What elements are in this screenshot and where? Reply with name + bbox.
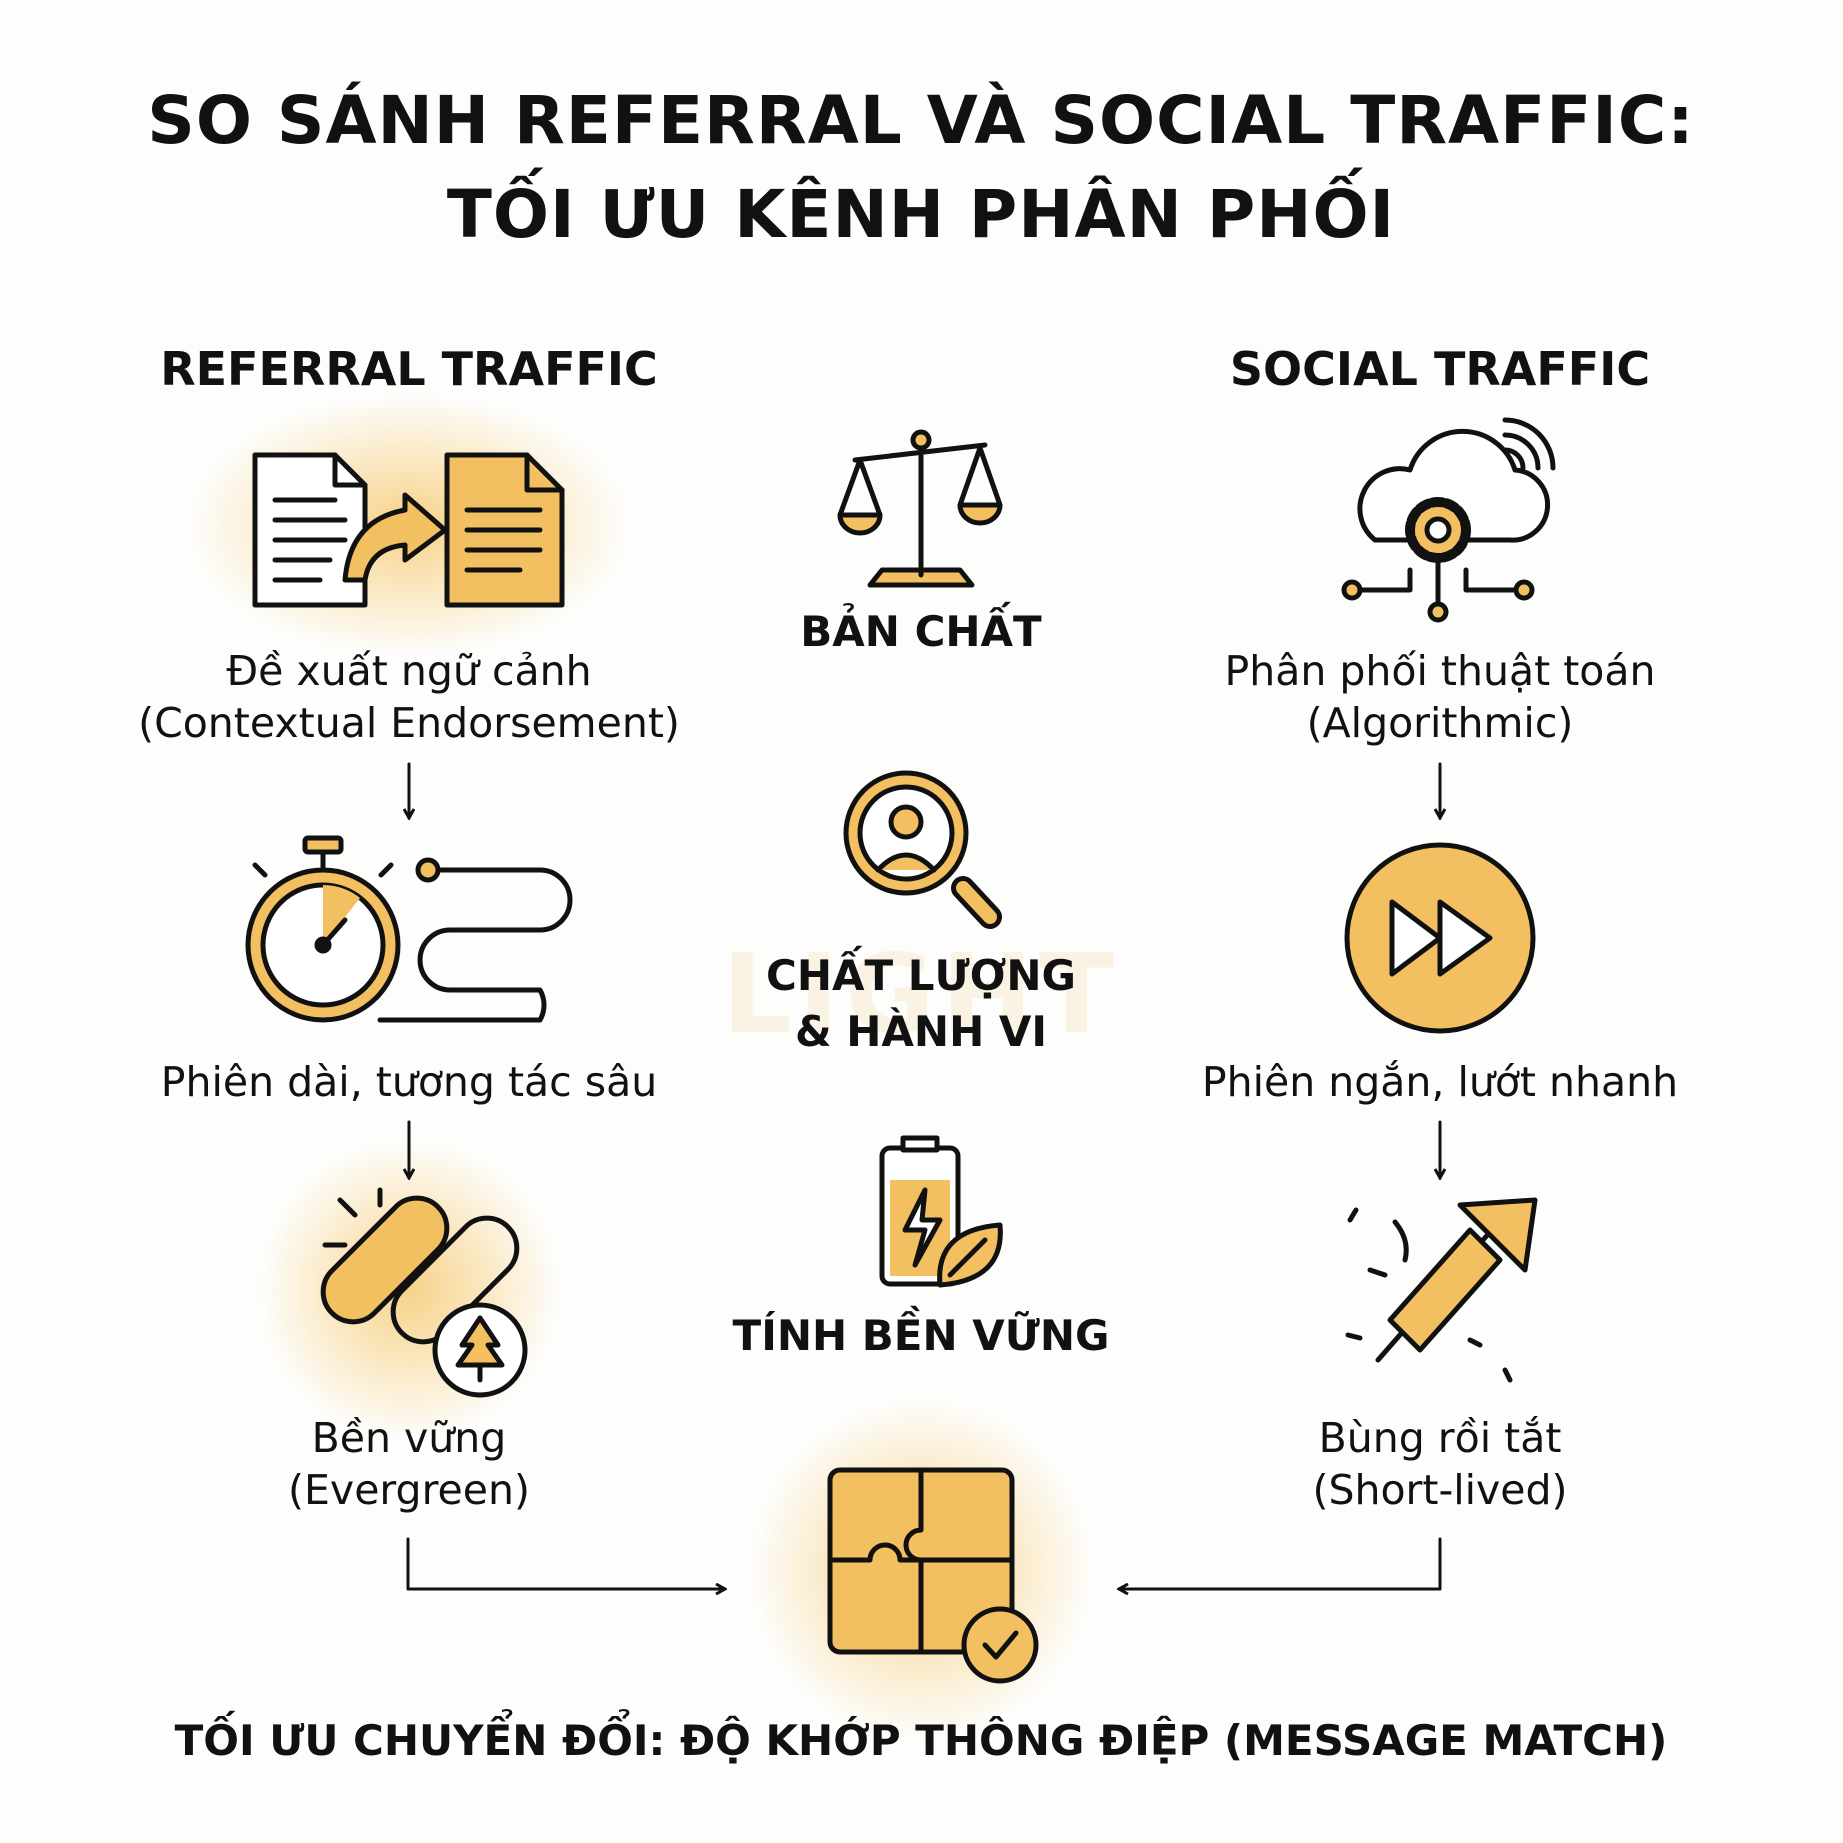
step-sublabel: (Evergreen) — [288, 1466, 530, 1514]
chain-link-tree-icon — [320, 1187, 528, 1398]
fast-forward-icon — [1344, 842, 1536, 1034]
puzzle-check-icon — [827, 1467, 1039, 1684]
social-step-3: Bùng rồi tắt (Short-lived) — [1312, 1412, 1567, 1516]
social-header: SOCIAL TRAFFIC — [1229, 342, 1651, 396]
arrow-to-conclusion-right — [1119, 1537, 1442, 1589]
battery-leaf-icon — [879, 1135, 1003, 1288]
page-title-line-1: SO SÁNH REFERRAL VÀ SOCIAL TRAFFIC: — [147, 82, 1695, 159]
arrow-to-conclusion-left — [406, 1537, 725, 1589]
criterion-sustainability: TÍNH BỀN VỮNG — [732, 1311, 1110, 1360]
cloud-gear-network-icon — [1341, 417, 1556, 623]
criterion-sublabel: & HÀNH VI — [795, 1007, 1047, 1056]
page-title-line-2: TỐI ƯU KÊNH PHÂN PHỐI — [446, 176, 1396, 253]
step-label: Phiên ngắn, lướt nhanh — [1201, 1058, 1679, 1106]
referral-step-3: Bền vững (Evergreen) — [288, 1412, 530, 1516]
step-sublabel: (Short-lived) — [1312, 1466, 1568, 1514]
stopwatch-path-icon — [245, 835, 573, 1023]
firework-rocket-icon — [1345, 1197, 1538, 1383]
document-transfer-icon — [252, 452, 565, 608]
step-label: Phân phối thuật toán — [1224, 647, 1656, 695]
conclusion-label: TỐI ƯU CHUYỂN ĐỔI: ĐỘ KHỚP THÔNG ĐIỆP (M… — [174, 1716, 1668, 1765]
step-label: Đề xuất ngữ cảnh — [226, 647, 592, 695]
criterion-label: CHẤT LƯỢNG — [766, 951, 1076, 1000]
step-label: Bùng rồi tắt — [1318, 1414, 1562, 1462]
social-step-1: Phân phối thuật toán (Algorithmic) — [1225, 645, 1656, 749]
referral-step-1: Đề xuất ngữ cảnh (Contextual Endorsement… — [138, 645, 680, 749]
social-step-2: Phiên ngắn, lướt nhanh — [1202, 1056, 1678, 1108]
step-label: Bền vững — [311, 1414, 507, 1462]
step-sublabel: (Contextual Endorsement) — [138, 699, 680, 747]
referral-step-2: Phiên dài, tương tác sâu — [161, 1056, 657, 1108]
balance-scale-icon — [837, 429, 1003, 588]
step-sublabel: (Algorithmic) — [1306, 699, 1574, 747]
watermark-logo: LIGHT — [721, 930, 1121, 1058]
step-label: Phiên dài, tương tác sâu — [160, 1058, 658, 1106]
magnifier-user-icon — [843, 770, 1002, 929]
criterion-nature: BẢN CHẤT — [800, 607, 1042, 656]
criterion-quality-behavior: CHẤT LƯỢNG & HÀNH VI — [766, 948, 1076, 1060]
referral-header: REFERRAL TRAFFIC — [160, 342, 658, 396]
